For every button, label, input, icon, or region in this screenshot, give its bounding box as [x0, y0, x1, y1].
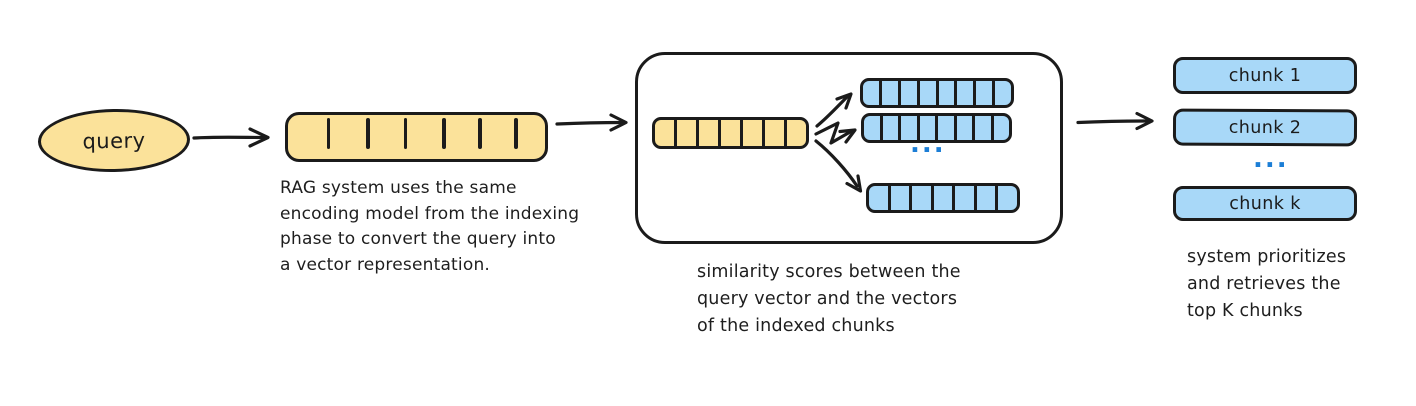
- vector-cell: [977, 186, 999, 210]
- query-label: query: [82, 127, 146, 154]
- vector-tick: [478, 118, 482, 149]
- chunk-1-label: chunk 1: [1228, 65, 1302, 86]
- vector-cell: [920, 81, 939, 105]
- query-vector: [285, 112, 548, 162]
- vector-cell: [864, 116, 883, 140]
- vector-cell: [939, 81, 958, 105]
- vector-cell: [901, 81, 920, 105]
- vector-tick: [514, 118, 518, 149]
- vector-tick: [326, 118, 331, 149]
- vector-cell: [957, 81, 977, 105]
- vector-cell: [721, 120, 743, 146]
- vector-cell: [765, 120, 787, 146]
- vector-cell: [677, 120, 699, 146]
- vector-cell: [934, 186, 956, 210]
- vector-cell: [920, 116, 938, 140]
- vector-cell: [912, 186, 934, 210]
- vector-cell: [883, 116, 901, 140]
- vector-cell: [743, 120, 765, 146]
- chunk-k: chunk k: [1173, 186, 1357, 221]
- vector-cell: [975, 116, 994, 140]
- vector-cell: [955, 186, 977, 210]
- vector-tick: [366, 118, 370, 149]
- query-node: query: [37, 107, 191, 174]
- arrow-query-to-vector: [192, 127, 270, 148]
- vector-cell: [901, 116, 920, 140]
- results-ellipsis-dots: ...: [1253, 144, 1289, 174]
- vector-cell: [787, 120, 806, 146]
- indexed-chunk-vector-k: [866, 183, 1020, 213]
- vector-cell: [891, 186, 913, 210]
- vector-cell: [699, 120, 721, 146]
- vector-cell: [863, 81, 882, 105]
- ellipsis-dots: ...: [910, 129, 946, 159]
- vector-tick: [442, 118, 446, 149]
- results-caption: system prioritizes and retrieves the top…: [1187, 247, 1347, 321]
- indexed-chunk-vector-2: [861, 113, 1012, 143]
- encoder-caption: RAG system uses the same encoding model …: [280, 178, 580, 275]
- vector-cell: [655, 120, 677, 146]
- chunk-2: chunk 2: [1172, 108, 1358, 147]
- chunk-k-label: chunk k: [1229, 193, 1301, 214]
- similarity-box: ...: [635, 52, 1063, 244]
- vector-cell: [882, 81, 901, 105]
- vector-cell: [869, 186, 891, 210]
- chunk-2-label: chunk 2: [1228, 117, 1302, 138]
- arrow-vector-to-similarity: [555, 113, 628, 132]
- arrow-similarity-to-chunks: [1076, 111, 1154, 131]
- vector-cell: [957, 116, 975, 140]
- similarity-caption: similarity scores between the query vect…: [697, 262, 961, 336]
- vector-cell: [976, 81, 996, 105]
- vector-cell: [994, 116, 1010, 140]
- indexed-chunk-vector-1: [860, 78, 1014, 108]
- vector-tick: [403, 118, 408, 149]
- chunk-1: chunk 1: [1173, 57, 1357, 94]
- vector-cell: [998, 186, 1017, 210]
- query-vector-small: [652, 117, 809, 149]
- vector-cell: [938, 116, 957, 140]
- vector-cell: [995, 81, 1011, 105]
